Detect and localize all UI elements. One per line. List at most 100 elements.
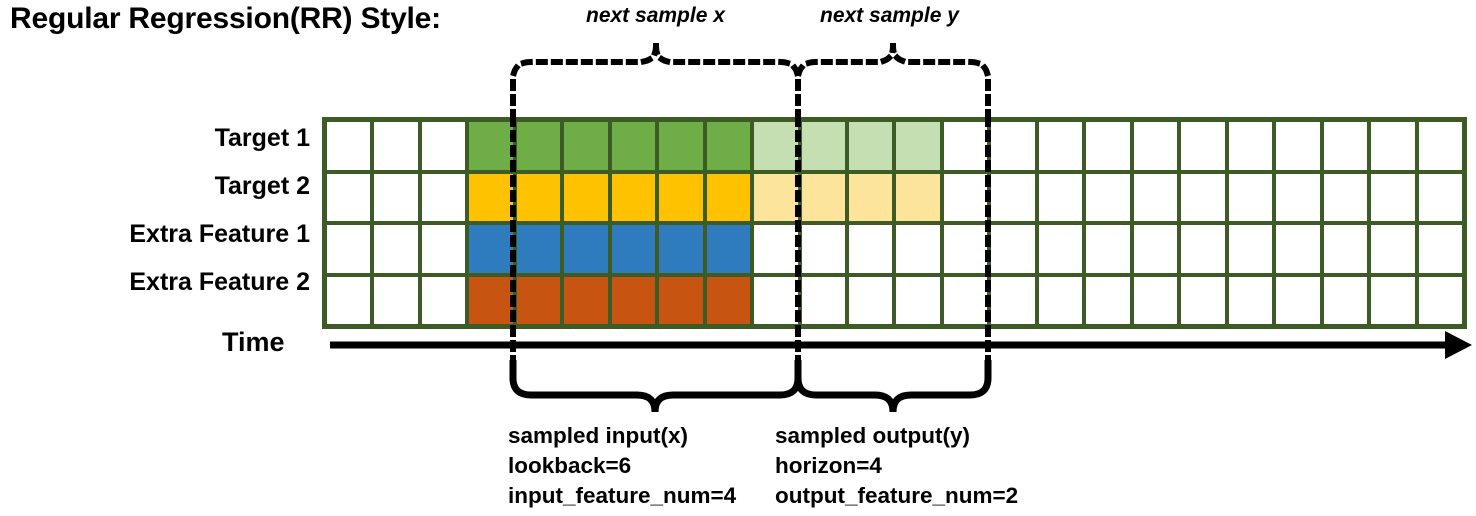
annotation-next-sample-x: next sample x [586, 4, 725, 27]
page-title: Regular Regression(RR) Style: [10, 2, 441, 35]
grid-cell [1133, 122, 1178, 170]
grid-cell [801, 122, 846, 170]
grid-cell [374, 122, 418, 170]
sampled-output-line-2: horizon=4 [775, 452, 882, 478]
grid-cell [1418, 173, 1462, 221]
grid-cell [991, 225, 1035, 273]
grid-cell [659, 276, 703, 324]
grid-cell [611, 225, 656, 273]
grid-cell [516, 122, 561, 170]
grid-cell [754, 225, 798, 273]
grid-cell [611, 276, 656, 324]
grid-cell [327, 276, 371, 324]
annotation-sampled-input: sampled input(x) lookback=6 input_featur… [508, 421, 736, 511]
grid-cell [1038, 173, 1083, 221]
grid-cell [1371, 225, 1415, 273]
grid-cell [516, 225, 561, 273]
bottom-brace-sampled-output [794, 360, 992, 413]
grid-cell [469, 122, 513, 170]
grid-cell [801, 225, 846, 273]
grid-cell [421, 173, 466, 221]
grid-cell [896, 225, 940, 273]
grid-cell [754, 122, 798, 170]
grid-cell [1276, 276, 1320, 324]
grid-cell [706, 173, 751, 221]
grid-cell [1181, 276, 1225, 324]
grid-cell [469, 276, 513, 324]
grid-cell [706, 276, 751, 324]
grid-cell [611, 122, 656, 170]
grid-cell [991, 276, 1035, 324]
time-axis-arrow [330, 331, 1472, 359]
grid-cell [1181, 122, 1225, 170]
grid-cell [564, 173, 608, 221]
grid-cell [327, 173, 371, 221]
grid-cell [564, 276, 608, 324]
grid-cell [374, 173, 418, 221]
grid-cell [991, 173, 1035, 221]
sampled-input-line-1: sampled input(x) [508, 423, 689, 448]
grid-cell [991, 122, 1035, 170]
grid-cell [706, 225, 751, 273]
grid-cell [611, 173, 656, 221]
grid-cell [1133, 225, 1178, 273]
grid-cell [516, 276, 561, 324]
top-brace-next-sample-y [795, 42, 991, 121]
grid-cell [659, 173, 703, 221]
grid-cell [754, 276, 798, 324]
sampled-input-line-3: input_feature_num=4 [508, 482, 737, 508]
bottom-brace-sampled-input [509, 360, 802, 413]
grid-cell [1418, 225, 1462, 273]
grid-cell [1418, 122, 1462, 170]
grid-cell [327, 225, 371, 273]
grid-cell [943, 122, 988, 170]
grid-cell [421, 122, 466, 170]
row-label-extra-feature-1: Extra Feature 1 [129, 220, 310, 248]
grid-cell [1323, 276, 1368, 324]
grid-cell [1276, 122, 1320, 170]
grid-cell [1086, 276, 1130, 324]
grid-cell [421, 225, 466, 273]
timeseries-grid [322, 117, 1467, 329]
grid-cell [1371, 122, 1415, 170]
grid-cell [564, 122, 608, 170]
grid-cell [1038, 276, 1083, 324]
grid-cell [516, 173, 561, 221]
grid-cell [849, 276, 893, 324]
grid-cell [1276, 225, 1320, 273]
grid-cell [943, 173, 988, 221]
grid-cell [327, 122, 371, 170]
grid-cell [659, 122, 703, 170]
grid-cell [1228, 225, 1273, 273]
grid-cell [1228, 173, 1273, 221]
row-labels-column: Target 1 Target 2 Extra Feature 1 Extra … [0, 0, 310, 516]
grid-cell [1133, 173, 1178, 221]
grid-cell [1323, 225, 1368, 273]
grid-cell [374, 225, 418, 273]
grid-cell [1323, 122, 1368, 170]
row-label-target-1: Target 1 [214, 124, 310, 152]
sampled-output-line-3: output_feature_num=2 [775, 482, 1019, 508]
grid-cell [1086, 173, 1130, 221]
grid-cell [896, 276, 940, 324]
grid-cell [801, 276, 846, 324]
grid-cell [1228, 122, 1273, 170]
annotation-sampled-output: sampled output(y) horizon=4 output_featu… [775, 421, 1018, 511]
grid-cell [1323, 173, 1368, 221]
grid-cell [801, 173, 846, 221]
grid-cell [1181, 173, 1225, 221]
grid-cell [1371, 276, 1415, 324]
annotation-next-sample-y: next sample y [820, 4, 959, 27]
grid-cell [1181, 225, 1225, 273]
grid-cell [943, 225, 988, 273]
grid-cell [469, 173, 513, 221]
grid-cell [1228, 276, 1273, 324]
time-axis-label: Time [222, 327, 285, 357]
grid-cell [849, 122, 893, 170]
grid-cell [706, 122, 751, 170]
grid-cell [754, 173, 798, 221]
grid-cell [1086, 122, 1130, 170]
grid-cell [896, 173, 940, 221]
grid-cell [374, 276, 418, 324]
